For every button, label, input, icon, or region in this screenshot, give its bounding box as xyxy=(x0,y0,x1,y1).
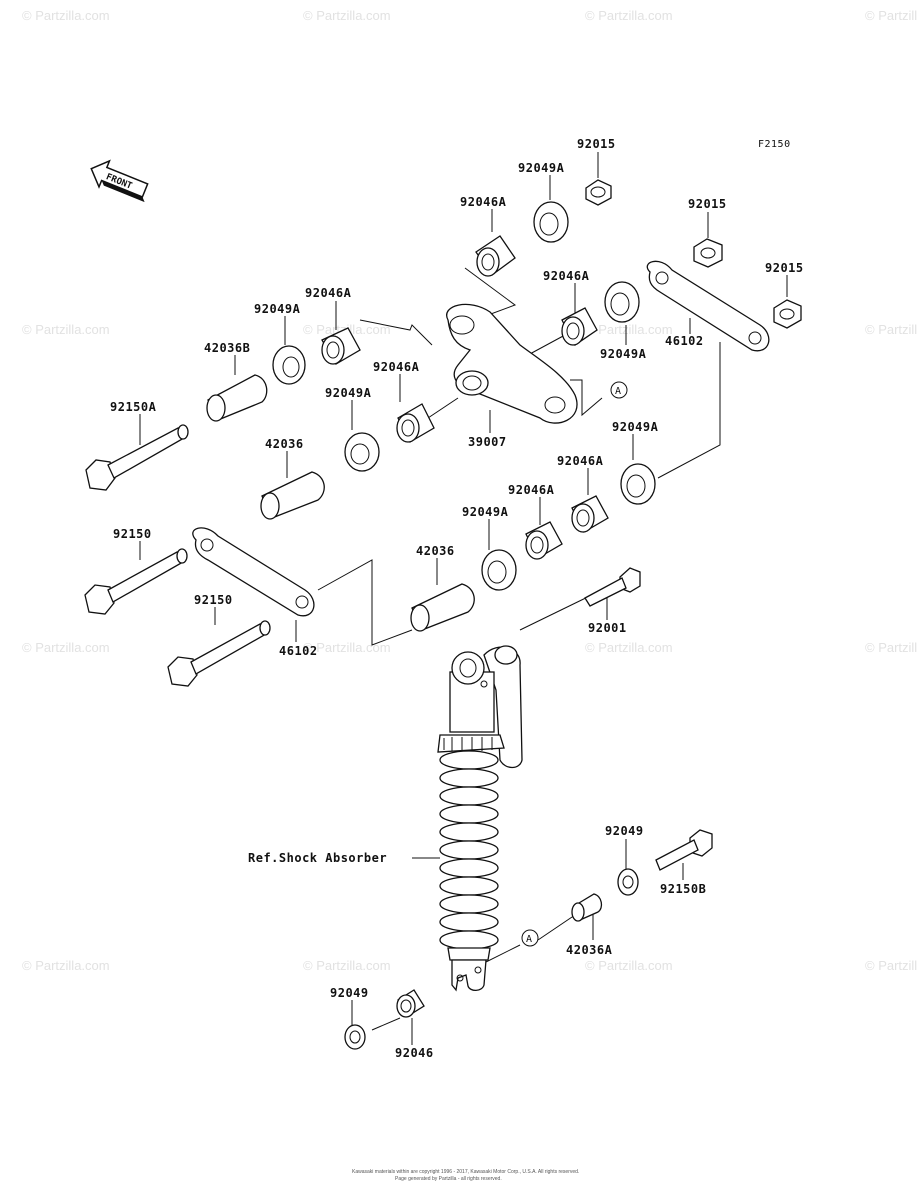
collar-42036-lower xyxy=(410,583,475,632)
callout-a-bottom: A xyxy=(521,929,539,947)
washer-92049A-2 xyxy=(604,281,640,323)
part-label-46102: 46102 xyxy=(665,334,704,348)
bearing-92046 xyxy=(396,989,425,1018)
bolt-92001 xyxy=(584,567,641,607)
watermark: © Partzilla.com xyxy=(585,8,673,23)
collar-42036-upper xyxy=(260,471,325,520)
part-label-42036: 42036 xyxy=(265,437,304,451)
watermark: © Partzilla.com xyxy=(303,8,391,23)
callout-a-label: A xyxy=(526,934,532,945)
part-label-42036B: 42036B xyxy=(204,341,250,355)
part-label-92015: 92015 xyxy=(765,261,804,275)
watermark-layer: © Partzilla.com © Partzilla.com © Partzi… xyxy=(22,8,917,973)
part-label-92150A: 92150A xyxy=(110,400,157,414)
bearing-92046A-6 xyxy=(525,521,563,560)
part-label-92049A: 92049A xyxy=(325,386,372,400)
bearing-92046A-5 xyxy=(571,495,609,533)
part-labels: 92015 92049A 92046A 92015 92015 92046A 9… xyxy=(110,137,804,1060)
callout-a-top: A xyxy=(610,381,628,399)
part-label-92049A: 92049A xyxy=(254,302,301,316)
collar-42036B xyxy=(206,374,268,422)
bearing-92046A-4 xyxy=(396,403,435,443)
part-label-92046A: 92046A xyxy=(543,269,590,283)
watermark: © Partzilla.com xyxy=(585,322,673,337)
part-label-92015: 92015 xyxy=(577,137,616,151)
part-label-42036A: 42036A xyxy=(566,943,613,957)
washer-92049A-1 xyxy=(533,201,569,243)
front-arrow-icon: FRONT xyxy=(90,159,149,203)
part-label-92046A: 92046A xyxy=(508,483,555,497)
watermark: © Partzilla.com xyxy=(865,640,917,655)
bolt-92150B xyxy=(655,829,713,871)
watermark: © Partzilla.com xyxy=(22,322,110,337)
part-label-92049A: 92049A xyxy=(612,420,659,434)
diagram-code: F2150 xyxy=(758,139,791,150)
washer-92049-bottom xyxy=(344,1024,366,1050)
watermark: © Partzilla.com xyxy=(303,640,391,655)
part-label-92150: 92150 xyxy=(194,593,233,607)
watermark: © Partzilla.com xyxy=(865,958,917,973)
nut-92015-far-right xyxy=(773,299,802,329)
watermark: © Partzilla.com xyxy=(585,958,673,973)
watermark: © Partzilla.com xyxy=(303,958,391,973)
washer-92049A-5 xyxy=(620,463,656,505)
footer-copyright: Kawasaki materials within are copyright … xyxy=(352,1169,579,1175)
washer-92049A-3 xyxy=(272,345,306,385)
watermark: © Partzilla.com xyxy=(22,958,110,973)
part-label-92049: 92049 xyxy=(330,986,369,1000)
washer-92049A-4 xyxy=(344,432,380,472)
bolt-92150-1 xyxy=(84,548,188,615)
part-label-92150: 92150 xyxy=(113,527,152,541)
part-label-92015: 92015 xyxy=(688,197,727,211)
watermark: © Partzilla.com xyxy=(865,322,917,337)
part-label-92046A: 92046A xyxy=(305,286,352,300)
rocker-arm-39007 xyxy=(446,303,578,424)
footer: Kawasaki materials within are copyright … xyxy=(352,1169,579,1182)
part-label-92150B: 92150B xyxy=(660,882,706,896)
part-label-39007: 39007 xyxy=(468,435,507,449)
bolt-92150A xyxy=(85,424,189,491)
part-label-92001: 92001 xyxy=(588,621,627,635)
bearing-92046A-2 xyxy=(561,307,598,346)
bearing-92046A-1 xyxy=(475,235,516,277)
part-label-46102: 46102 xyxy=(279,644,318,658)
part-label-92049A: 92049A xyxy=(518,161,565,175)
nut-92015-right xyxy=(693,238,723,268)
nut-92015-top xyxy=(585,179,612,206)
tie-rod-46102-top xyxy=(646,260,770,352)
bearing-92046A-3 xyxy=(321,327,361,365)
washer-92049-right xyxy=(617,868,639,896)
watermark: © Partzilla.com xyxy=(22,8,110,23)
watermark: © Partzilla.com xyxy=(585,640,673,655)
washer-92049A-6 xyxy=(481,549,517,591)
part-label-92046A: 92046A xyxy=(373,360,420,374)
spring-coils xyxy=(439,750,499,950)
bolt-92150-2 xyxy=(167,620,271,687)
footer-generated: Page generated by Partzilla - all rights… xyxy=(395,1176,502,1182)
part-label-92049: 92049 xyxy=(605,824,644,838)
part-label-92046A: 92046A xyxy=(557,454,604,468)
part-label-92046A: 92046A xyxy=(460,195,507,209)
part-label-92049A: 92049A xyxy=(462,505,509,519)
watermark: © Partzilla.com xyxy=(865,8,917,23)
part-label-42036: 42036 xyxy=(416,544,455,558)
shock-absorber xyxy=(437,645,523,992)
collar-42036A xyxy=(571,893,603,922)
tie-rod-46102-lower xyxy=(192,527,315,617)
watermark: © Partzilla.com xyxy=(22,640,110,655)
callout-a-label: A xyxy=(615,386,621,397)
part-label-92046: 92046 xyxy=(395,1046,434,1060)
part-label-92049A: 92049A xyxy=(600,347,647,361)
ref-shock-absorber-label: Ref.Shock Absorber xyxy=(248,851,387,865)
